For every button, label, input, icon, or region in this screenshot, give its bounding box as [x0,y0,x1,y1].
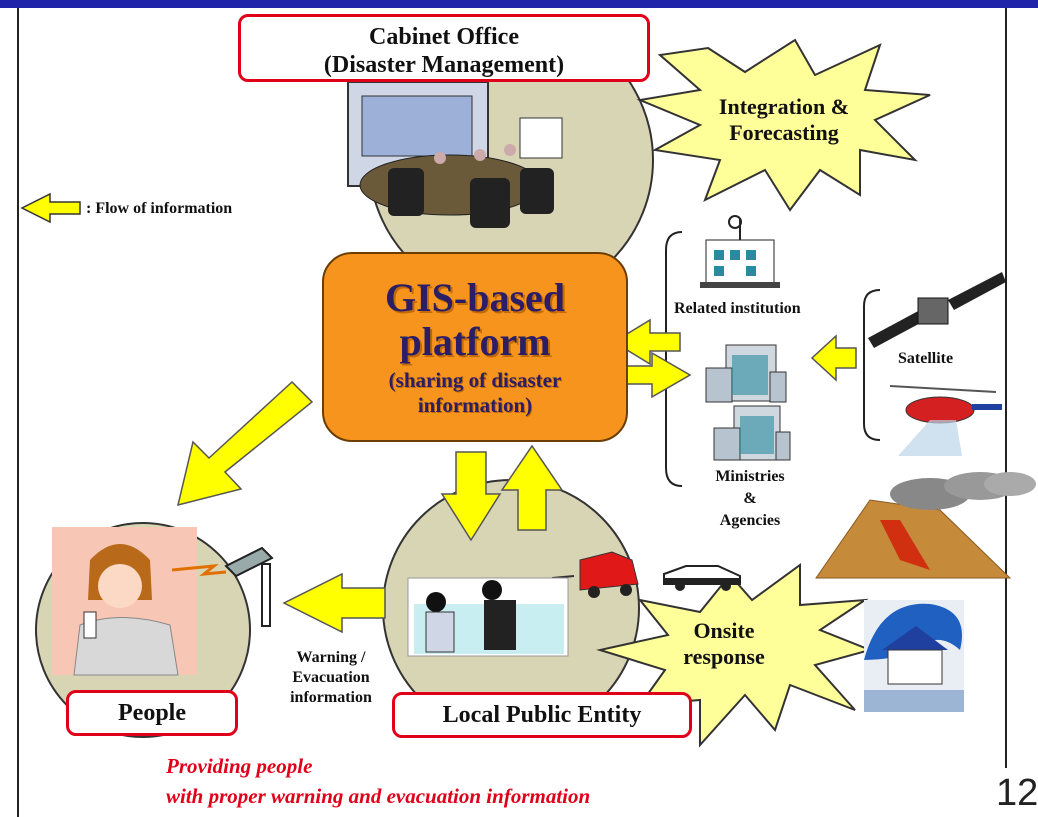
gis-title-line1: GIS-based [384,275,566,320]
satellite-icon [868,272,1006,348]
police-car-icon [663,565,741,591]
satellite-bracket [863,289,881,441]
warning-line1: Warning / [296,649,366,666]
onsite-line2: response [683,644,765,669]
cabinet-office-label: Cabinet Office (Disaster Management) [238,14,650,82]
gis-sub-line1: (sharing of disaster [388,368,562,392]
legend-arrow [20,192,81,224]
cabinet-office-line1: Cabinet Office [369,24,519,50]
person-phone-illustration [52,527,197,676]
local-public-entity-label: Local Public Entity [392,692,692,738]
arrow-local-to-people [282,572,386,634]
arrow-gis-to-people [176,380,314,507]
left-rule [17,8,19,817]
onsite-line1: Onsite [693,618,755,643]
ministry-building-icon-1 [705,344,787,403]
cabinet-office-line2: (Disaster Management) [323,52,565,78]
arrow-ministries-to-gis [612,318,681,366]
ministry-building-icon-2 [713,405,791,461]
tsunami-icon [864,600,964,712]
gis-sub-line2: information) [417,393,533,417]
loudspeaker-icon [171,546,274,627]
arrow-satellite-to-ministries [810,334,857,382]
integration-burst [636,38,931,212]
warning-line2: Evacuation [292,669,370,686]
page-number: 12 [996,772,1038,814]
warning-evacuation-label: Warning / Evacuation information [276,648,386,708]
integration-line1: Integration & [718,94,850,119]
footer-line2: with proper warning and evacuation infor… [166,784,591,808]
flow-arrows [20,192,857,634]
gis-title-line2: platform [399,319,551,364]
right-rule [1005,8,1007,768]
ministries-label: Ministries & Agencies [700,466,800,532]
warning-line3: information [290,689,372,706]
ministries-line1: Ministries [715,468,785,485]
people-label: People [66,690,238,736]
fire-truck-icon [551,551,639,598]
helicopter-icon [889,385,1002,456]
legend-label: : Flow of information [86,200,233,217]
meeting-room-illustration [347,81,563,228]
footer-line1: Providing people [166,754,313,778]
gis-platform-box: GIS-based platform (sharing of disaster … [322,252,628,442]
header-bar [0,0,1038,8]
ministries-bracket [665,231,683,487]
ministries-line2: & [743,490,757,507]
integration-label: Integration & Forecasting [694,94,874,146]
ministries-line3: Agencies [719,512,781,529]
satellite-label: Satellite [898,350,954,367]
related-institution-label: Related institution [674,300,801,317]
volcano-icon [815,472,1036,579]
institution-building-icon [700,215,780,288]
integration-line2: Forecasting [729,120,839,145]
onsite-response-label: Onsite response [664,618,784,670]
local-workers-illustration [407,577,569,657]
arrow-local-to-gis [500,444,564,531]
arrow-gis-to-local [440,451,502,542]
arrow-gis-to-ministries [623,351,692,399]
